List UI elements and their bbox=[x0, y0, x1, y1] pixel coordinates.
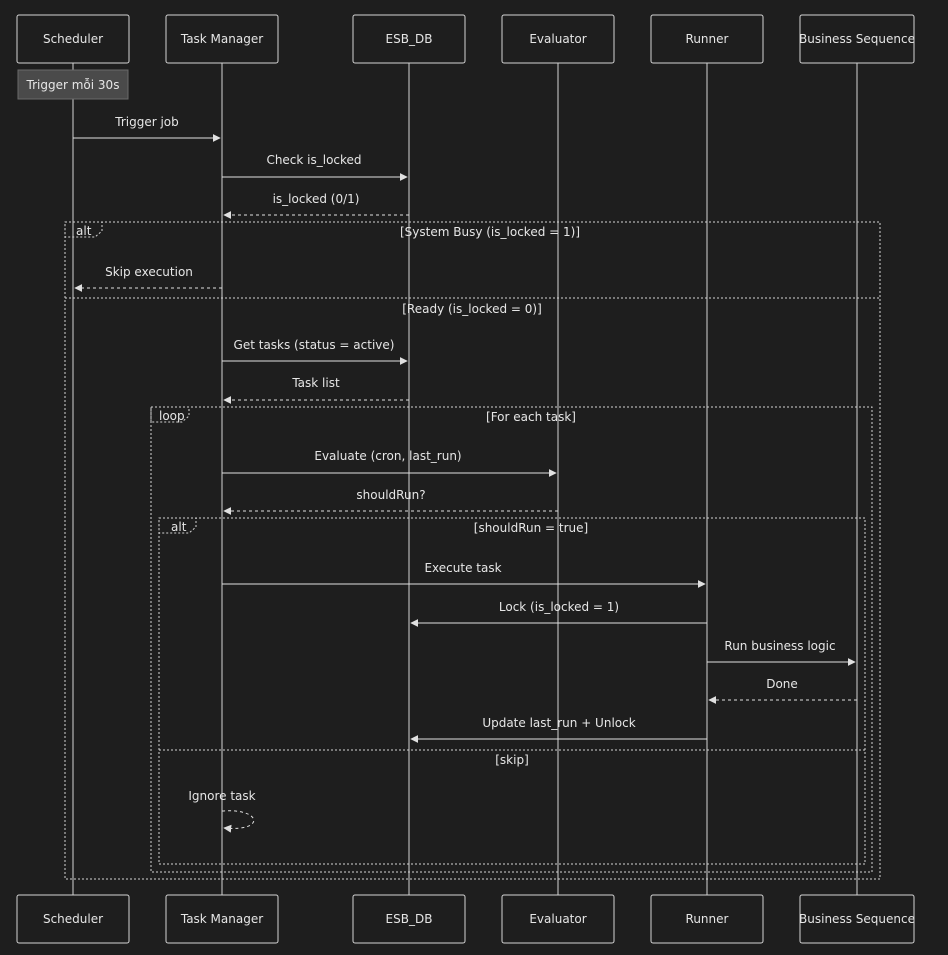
messages: Trigger job Check is_locked is_locked (0… bbox=[73, 115, 857, 833]
message-get-tasks: Get tasks (status = active) bbox=[222, 338, 408, 365]
frame-loop: loop [For each task] bbox=[150, 406, 873, 873]
actors-top: Scheduler Task Manager ESB_DB Evaluator … bbox=[16, 14, 915, 64]
note-text: Trigger mỗi 30s bbox=[26, 78, 120, 92]
message-label: Update last_run + Unlock bbox=[482, 716, 635, 730]
message-label: Task list bbox=[291, 376, 340, 390]
message-check-is-locked: Check is_locked bbox=[222, 153, 408, 181]
actor-label: Evaluator bbox=[529, 32, 586, 46]
frame-condition: [skip] bbox=[495, 753, 529, 767]
message-lock: Lock (is_locked = 1) bbox=[410, 600, 707, 627]
actor-label: ESB_DB bbox=[386, 32, 433, 46]
actor-scheduler: Scheduler bbox=[16, 14, 130, 64]
frame-condition: [shouldRun = true] bbox=[474, 521, 588, 535]
actor-label: Business Sequence bbox=[799, 32, 915, 46]
actor-scheduler-bottom: Scheduler bbox=[16, 894, 130, 944]
actor-task-manager: Task Manager bbox=[165, 14, 279, 64]
actor-label: Runner bbox=[686, 912, 729, 926]
frame-condition: [For each task] bbox=[486, 410, 576, 424]
actor-runner: Runner bbox=[650, 14, 764, 64]
message-label: shouldRun? bbox=[356, 488, 425, 502]
actor-label: Runner bbox=[686, 32, 729, 46]
message-label: Evaluate (cron, last_run) bbox=[314, 449, 461, 463]
message-label: Lock (is_locked = 1) bbox=[499, 600, 619, 614]
message-label: Trigger job bbox=[114, 115, 179, 129]
message-is-locked-reply: is_locked (0/1) bbox=[223, 192, 409, 219]
message-update-unlock: Update last_run + Unlock bbox=[410, 716, 707, 743]
frame-keyword: alt bbox=[76, 224, 92, 238]
message-task-list: Task list bbox=[223, 376, 409, 404]
actor-label: Scheduler bbox=[43, 32, 103, 46]
actor-business-sequence: Business Sequence bbox=[799, 14, 915, 64]
lifelines bbox=[72, 63, 858, 895]
actor-evaluator: Evaluator bbox=[501, 14, 615, 64]
message-label: Done bbox=[766, 677, 798, 691]
actor-label: Scheduler bbox=[43, 912, 103, 926]
frame-condition: [System Busy (is_locked = 1)] bbox=[400, 225, 580, 239]
message-label: Check is_locked bbox=[266, 153, 361, 167]
actor-esb-db-bottom: ESB_DB bbox=[352, 894, 466, 944]
message-label: Ignore task bbox=[188, 789, 255, 803]
message-label: Skip execution bbox=[105, 265, 193, 279]
frame-alt-inner: alt [shouldRun = true] [skip] bbox=[158, 517, 866, 865]
message-label: Run business logic bbox=[724, 639, 835, 653]
actor-label: Business Sequence bbox=[799, 912, 915, 926]
frame-condition: [Ready (is_locked = 0)] bbox=[402, 302, 542, 316]
actor-task-manager-bottom: Task Manager bbox=[165, 894, 279, 944]
actor-label: ESB_DB bbox=[386, 912, 433, 926]
message-ignore-task: Ignore task bbox=[188, 789, 256, 833]
actor-runner-bottom: Runner bbox=[650, 894, 764, 944]
message-execute-task: Execute task bbox=[222, 561, 706, 588]
note-trigger: Trigger mỗi 30s bbox=[17, 69, 129, 100]
actor-business-sequence-bottom: Business Sequence bbox=[799, 894, 915, 944]
message-label: Get tasks (status = active) bbox=[234, 338, 395, 352]
message-label: Execute task bbox=[424, 561, 501, 575]
message-skip-execution: Skip execution bbox=[74, 265, 222, 292]
actors-bottom: Scheduler Task Manager ESB_DB Evaluator … bbox=[16, 894, 915, 944]
message-evaluate: Evaluate (cron, last_run) bbox=[222, 449, 557, 477]
message-should-run: shouldRun? bbox=[223, 488, 558, 515]
message-run-business-logic: Run business logic bbox=[707, 639, 856, 666]
message-trigger-job: Trigger job bbox=[73, 115, 221, 142]
frame-alt-outer: alt [System Busy (is_locked = 1)] [Ready… bbox=[64, 221, 881, 880]
message-label: is_locked (0/1) bbox=[273, 192, 360, 206]
actor-esb-db: ESB_DB bbox=[352, 14, 466, 64]
actor-label: Task Manager bbox=[180, 912, 263, 926]
actor-label: Task Manager bbox=[180, 32, 263, 46]
actor-evaluator-bottom: Evaluator bbox=[501, 894, 615, 944]
message-done: Done bbox=[708, 677, 857, 704]
actor-label: Evaluator bbox=[529, 912, 586, 926]
frame-keyword: loop bbox=[159, 409, 185, 423]
frame-keyword: alt bbox=[171, 520, 187, 534]
